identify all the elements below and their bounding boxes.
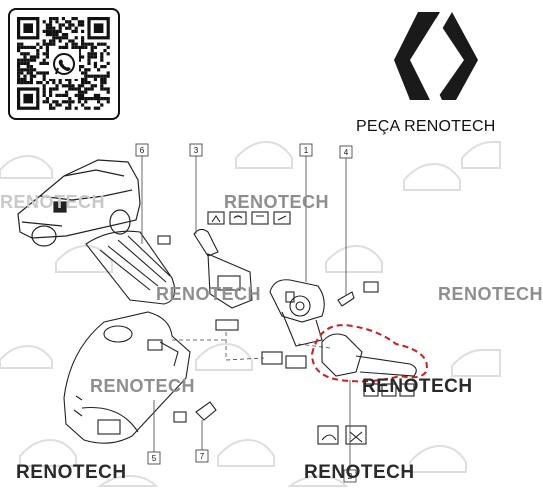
leader-lines <box>141 152 351 470</box>
callout-4: 4 <box>344 148 349 157</box>
highlight-outline <box>310 324 428 383</box>
watermark-text: RENOTECH <box>156 284 262 304</box>
callout-5: 5 <box>152 454 157 463</box>
part-switch-body <box>261 279 325 369</box>
whatsapp-icon <box>49 49 79 79</box>
watermark-text: RENOTECH <box>224 192 330 212</box>
callout-labels: 6 3 1 4 5 7 2 <box>135 143 357 483</box>
background-car-icons <box>0 140 501 487</box>
exploded-parts-diagram: PEÇA RENOTECH <box>0 8 543 487</box>
callout-6: 6 <box>140 146 145 155</box>
part-upper-shroud <box>85 230 176 305</box>
callout-1: 1 <box>304 146 309 155</box>
callout-7: 7 <box>200 452 205 461</box>
car-illustration <box>17 159 141 247</box>
qr-pattern <box>17 17 110 110</box>
callout-2: 2 <box>348 472 353 481</box>
watermark-text: RENOTECH <box>90 376 196 396</box>
watermark-text: RENOTECH <box>438 284 543 304</box>
watermark-text: RENOTECH <box>0 192 106 212</box>
watermark-text: RENOTECH <box>16 462 127 483</box>
part-wiper-stalk <box>193 211 291 331</box>
part-clip <box>337 281 379 307</box>
qr-code[interactable] <box>8 8 120 120</box>
callout-3: 3 <box>194 146 199 155</box>
part-lower-shroud <box>63 311 191 444</box>
renault-diamond-logo <box>394 12 478 100</box>
watermark-text: RENOTECH <box>304 462 415 483</box>
watermark-text: RENOTECH <box>362 376 473 397</box>
part-fixing <box>173 401 217 423</box>
part-lighting-stalk <box>317 333 417 445</box>
brand-name: PEÇA RENOTECH <box>356 118 496 135</box>
diagram-canvas: 6 3 1 4 5 7 2 <box>0 140 501 487</box>
